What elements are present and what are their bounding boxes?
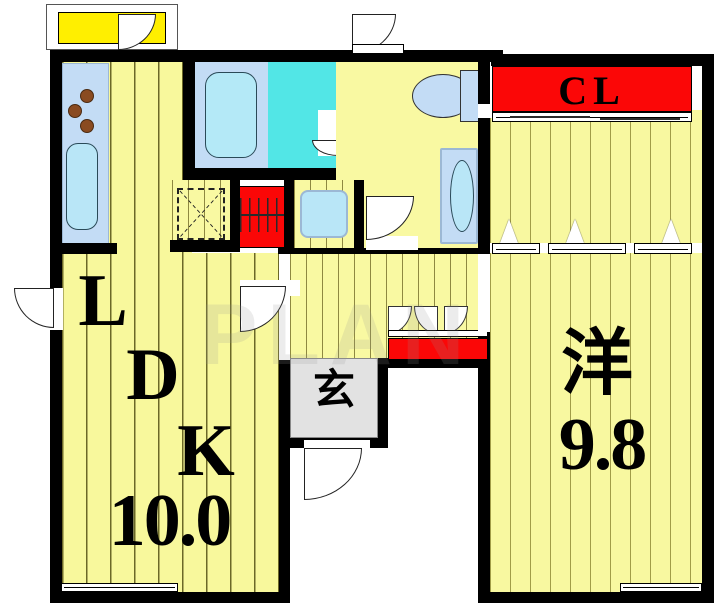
track-line — [496, 117, 688, 118]
exterior-wall-bottom-left — [50, 591, 290, 603]
window-bar — [64, 587, 175, 588]
corridor-basin — [450, 160, 474, 232]
washitsu-label: 洋 — [560, 324, 633, 404]
wall-hall-closet-right — [284, 180, 294, 252]
stove-burner-3 — [80, 119, 94, 133]
closet-label: CL — [558, 68, 626, 113]
wall-hall-closet-left — [230, 180, 240, 252]
washer-slot — [177, 188, 225, 240]
ldk-label-d: D — [126, 334, 179, 416]
washer-cross-icon — [179, 190, 223, 238]
stove-burner-2 — [68, 104, 82, 118]
corridor-door-gap — [366, 236, 418, 250]
closet-rail-right — [600, 118, 680, 120]
genkan-floor — [290, 358, 378, 438]
ldk-left-door-swing — [14, 288, 54, 328]
stove-burner-1 — [80, 89, 94, 103]
vanity-basin — [300, 190, 348, 238]
washitsu-door-track-3 — [634, 243, 692, 254]
washitsu-slider-tri-1 — [500, 219, 518, 243]
washitsu-slider-tri-3 — [662, 219, 680, 243]
ldk-label-k: K — [177, 410, 235, 492]
washitsu-door-track-1 — [492, 243, 540, 254]
exterior-wall-top-right — [491, 54, 714, 66]
wall-vanity-right — [354, 180, 364, 252]
track-line — [552, 248, 622, 250]
ldk-size-label: 10.0 — [108, 480, 233, 562]
ldk-bottom-window — [61, 583, 178, 592]
window-bar — [623, 587, 699, 588]
washitsu-bottom-window — [620, 583, 702, 592]
closet-shelf — [492, 66, 692, 112]
kitchen-sink — [66, 143, 98, 230]
ldk-label-l: L — [78, 260, 127, 342]
entry-closet-track — [388, 330, 488, 337]
wall-kitchen-bottom — [50, 243, 117, 254]
wall-ldk-right — [278, 360, 290, 603]
closet-door-track — [492, 112, 692, 122]
hall-closet-rod-line — [240, 214, 284, 216]
entry-closet — [388, 338, 488, 360]
wall-corridor-right — [478, 50, 490, 250]
toilet-alcove-gap — [478, 104, 492, 118]
closet-rail-left — [510, 116, 590, 118]
track-line — [496, 248, 536, 250]
wall-bath-bottom — [183, 168, 336, 180]
ldk-hall-door-swing — [240, 286, 286, 332]
exterior-wall-top-left — [50, 50, 503, 62]
bathtub — [205, 72, 257, 158]
washitsu-size-label: 9.8 — [558, 404, 648, 486]
exterior-wall-bottom-right — [478, 591, 714, 603]
wall-washroom-bottom — [170, 240, 232, 252]
washitsu-slider-tri-2 — [566, 219, 584, 243]
wall-genkan-right — [376, 356, 388, 448]
genkan-label: 玄 — [312, 368, 355, 414]
top-corridor-door-gap — [352, 44, 404, 54]
washitsu-door-track-2 — [548, 243, 626, 254]
washitsu-door-gap — [478, 288, 492, 332]
exterior-wall-right — [702, 54, 714, 603]
track-line — [638, 248, 688, 250]
entrance-door-swing — [304, 448, 362, 500]
wall-washitsu-left — [478, 290, 490, 603]
